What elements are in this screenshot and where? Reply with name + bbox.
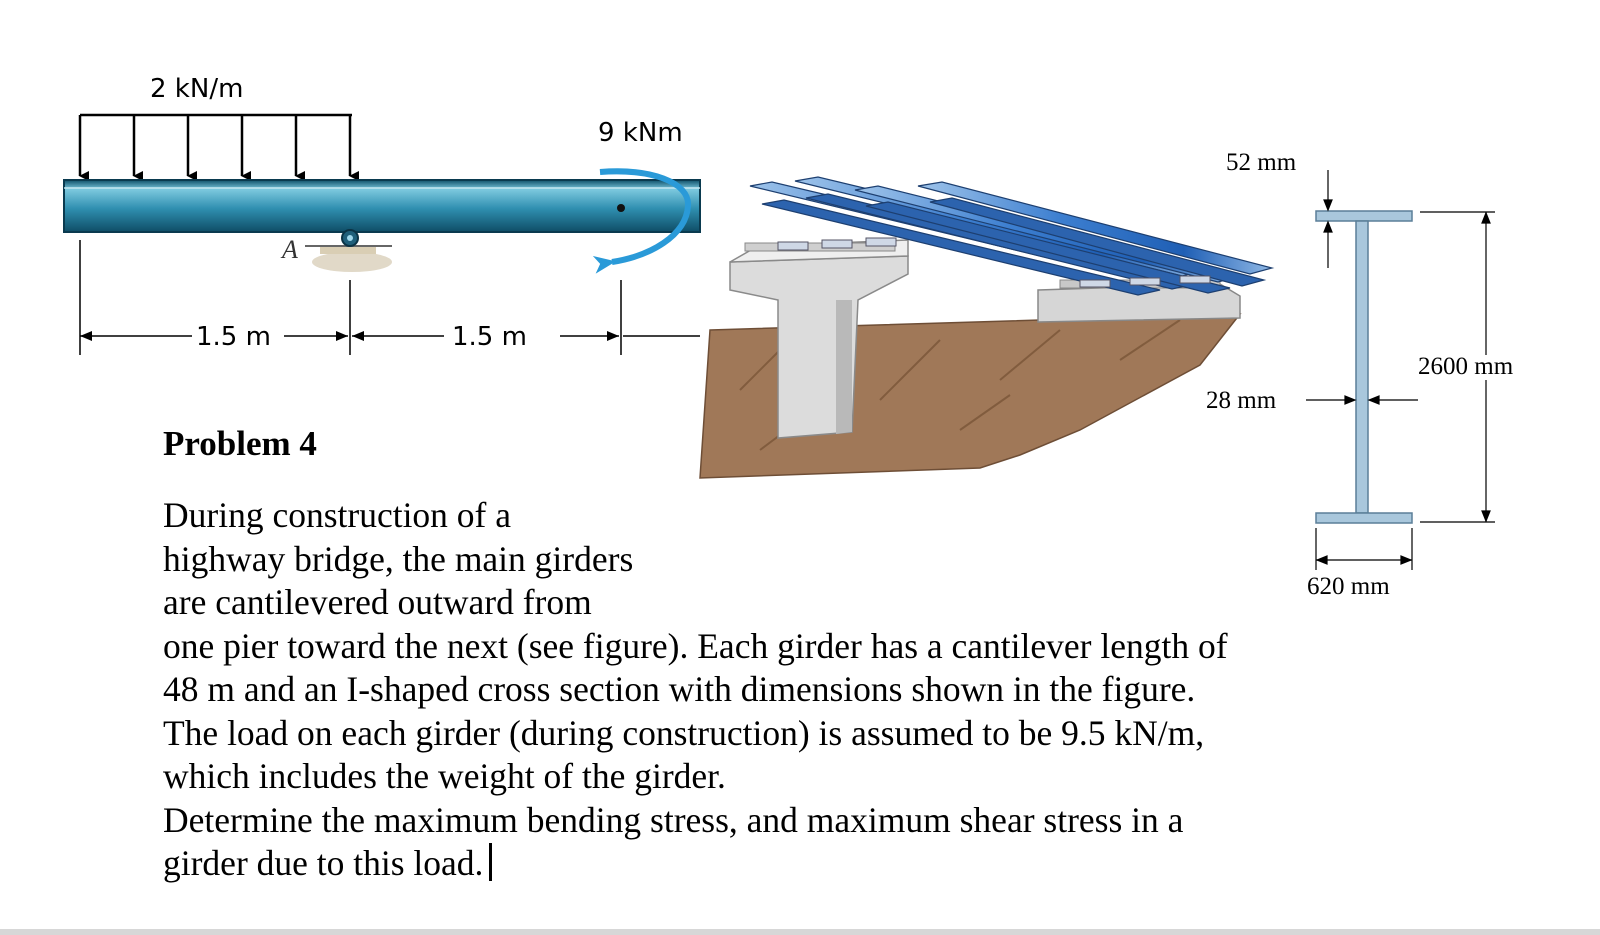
problem-line: During construction of a xyxy=(163,495,512,535)
problem-line: are cantilevered outward from xyxy=(163,582,592,622)
support-a xyxy=(305,229,392,272)
problem-title: Problem 4 xyxy=(163,424,317,463)
bridge-illustration xyxy=(699,176,1275,479)
problem-line: 48 m and an I-shaped cross section with … xyxy=(163,669,1196,709)
span-dimensions xyxy=(79,240,700,355)
web-thickness-label: 28 mm xyxy=(1206,387,1277,414)
moment-label: 9 kNm xyxy=(598,118,683,148)
span-left-label: 1.5 m xyxy=(196,322,271,352)
problem-line: one pier toward the next (see figure). E… xyxy=(163,625,1228,666)
problem-line: The load on each girder (during construc… xyxy=(163,712,1205,753)
distributed-load-label: 2 kN/m xyxy=(150,74,243,104)
bottom-bar xyxy=(0,929,1600,935)
pier-near xyxy=(729,239,909,439)
flange-thickness-label: 52 mm xyxy=(1226,149,1297,176)
girders xyxy=(749,176,1275,296)
flange-width-label: 620 mm xyxy=(1307,573,1390,600)
distributed-load xyxy=(78,113,359,181)
i-section xyxy=(1315,210,1413,524)
moment-arrow xyxy=(592,168,691,274)
span-right-label: 1.5 m xyxy=(452,322,527,352)
text-cursor xyxy=(489,843,493,881)
problem-line: highway bridge, the main girders xyxy=(163,538,634,579)
problem-line-last[interactable]: girder due to this load. xyxy=(163,842,493,886)
depth-label: 2600 mm xyxy=(1418,353,1514,380)
problem-line: Determine the maximum bending stress, an… xyxy=(163,799,1184,840)
support-a-label: A xyxy=(280,235,298,264)
problem-line: which includes the weight of the girder. xyxy=(163,756,726,796)
problem-line-text: girder due to this load. xyxy=(163,843,484,883)
beam-diagram: 2 kN/m 9 kNm A 1.5 m 1.5 m xyxy=(63,74,701,355)
i-section-diagram: 52 mm 28 mm 2600 mm 620 mm xyxy=(1206,149,1514,600)
